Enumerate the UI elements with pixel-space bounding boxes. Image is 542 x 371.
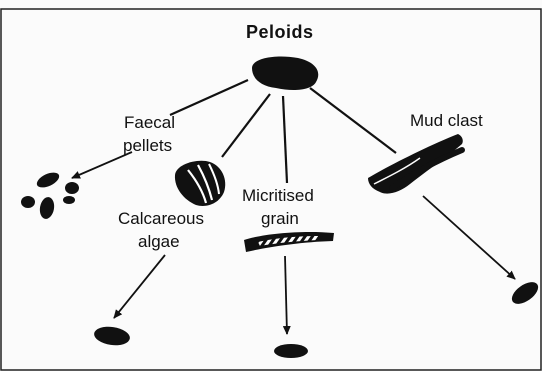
arrow-algae (114, 255, 165, 318)
connector-mud-clast (310, 88, 396, 153)
label-micritised-line2: grain (261, 209, 299, 228)
connector-algae (222, 94, 270, 157)
arrow-micritised (285, 256, 287, 334)
arrow-mud-clast (423, 196, 515, 279)
diagram-title: Peloids (246, 22, 314, 42)
micritised-grain-shape (244, 232, 334, 252)
label-mud-clast: Mud clast (410, 111, 483, 130)
algae-result-peloid (93, 325, 131, 348)
mud-clast-result-peloid (508, 278, 542, 308)
faecal-pellets-shape (21, 169, 79, 220)
micritised-result-peloid (274, 344, 308, 358)
arrow-faecal (72, 152, 132, 178)
peloid-center-shape (252, 56, 318, 90)
label-algae-line1: Calcareous (118, 209, 204, 228)
label-algae-line2: algae (138, 232, 180, 251)
label-micritised-line1: Micritised (242, 186, 314, 205)
label-faecal-line1: Faecal (124, 113, 175, 132)
calcareous-algae-shape (175, 161, 225, 206)
connector-faecal (170, 80, 248, 115)
connector-micritised (283, 96, 287, 183)
